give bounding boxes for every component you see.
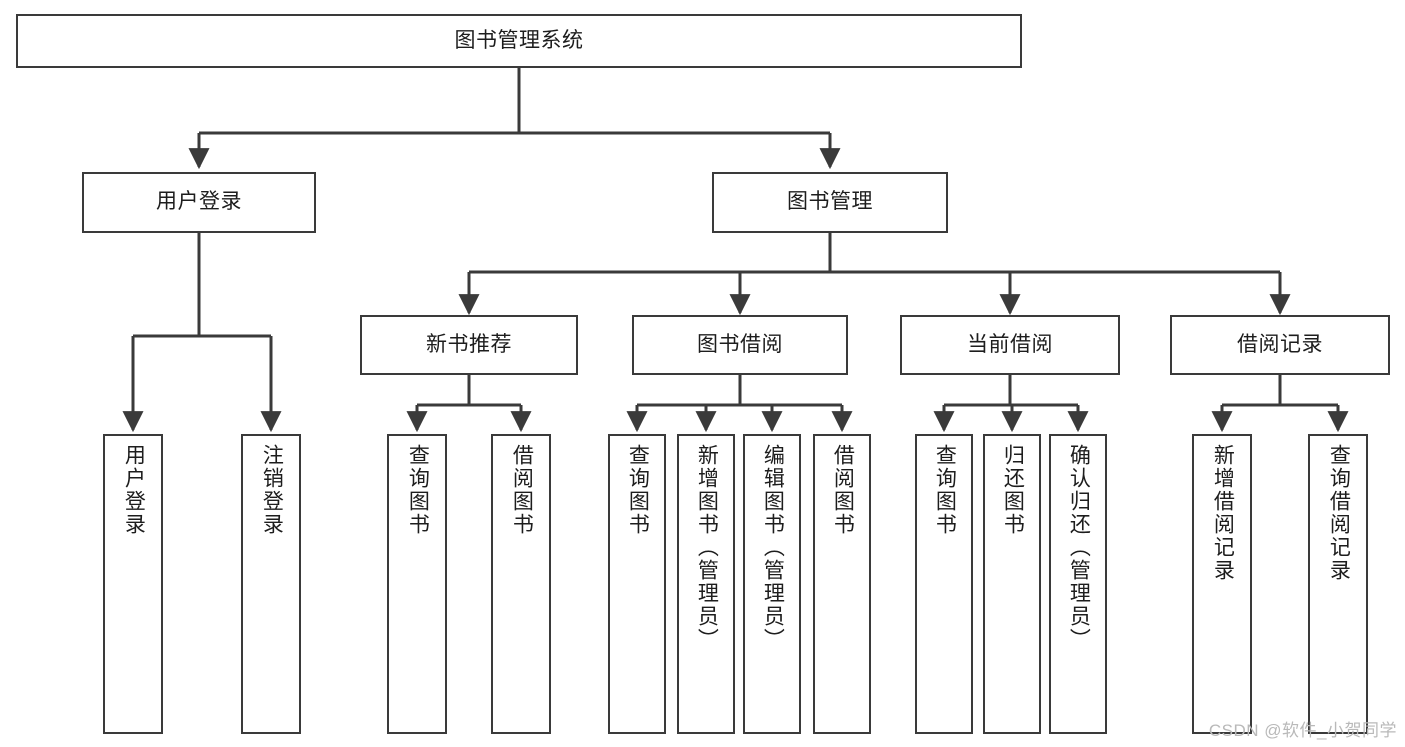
leaf-query-book-recommend[interactable]: 查询图书 (387, 434, 447, 734)
leaf-query-book-recommend-label: 查询图书 (406, 444, 430, 536)
leaf-return-book-label: 归还图书 (1001, 444, 1025, 536)
node-user-login[interactable]: 用户登录 (82, 172, 316, 233)
leaf-query-borrow-record[interactable]: 查询借阅记录 (1308, 434, 1368, 734)
leaf-user-login[interactable]: 用户登录 (103, 434, 163, 734)
leaf-add-book[interactable]: 新增图书（管理员） (677, 434, 735, 734)
leaf-add-borrow-record-label: 新增借阅记录 (1211, 444, 1235, 582)
leaf-query-book-current-label: 查询图书 (933, 444, 957, 536)
node-user-login-label: 用户登录 (156, 190, 242, 214)
node-root-system-label: 图书管理系统 (454, 28, 584, 52)
leaf-confirm-return-label: 确认归还（管理员） (1067, 444, 1091, 651)
node-current-borrow[interactable]: 当前借阅 (900, 315, 1120, 375)
leaf-edit-book-label: 编辑图书（管理员） (761, 444, 785, 651)
leaf-query-borrow-record-label: 查询借阅记录 (1327, 444, 1351, 582)
leaf-borrow-book-recommend-label: 借阅图书 (510, 444, 534, 536)
node-book-manage-label: 图书管理 (787, 190, 873, 214)
leaf-logout-login-label: 注销登录 (260, 444, 284, 536)
leaf-edit-book[interactable]: 编辑图书（管理员） (743, 434, 801, 734)
leaf-logout-login[interactable]: 注销登录 (241, 434, 301, 734)
leaf-user-login-label: 用户登录 (122, 444, 146, 536)
node-book-borrow-label: 图书借阅 (697, 332, 783, 356)
leaf-add-book-label: 新增图书（管理员） (695, 444, 719, 651)
leaf-add-borrow-record[interactable]: 新增借阅记录 (1192, 434, 1252, 734)
node-root-system[interactable]: 图书管理系统 (16, 14, 1022, 68)
leaf-return-book[interactable]: 归还图书 (983, 434, 1041, 734)
node-current-borrow-label: 当前借阅 (967, 332, 1053, 356)
node-borrow-record[interactable]: 借阅记录 (1170, 315, 1390, 375)
node-new-book-recommend-label: 新书推荐 (426, 332, 512, 356)
leaf-query-book-current[interactable]: 查询图书 (915, 434, 973, 734)
leaf-borrow-book-borrow-label: 借阅图书 (831, 444, 855, 536)
leaf-borrow-book-recommend[interactable]: 借阅图书 (491, 434, 551, 734)
leaf-borrow-book-borrow[interactable]: 借阅图书 (813, 434, 871, 734)
leaf-query-book-borrow-label: 查询图书 (626, 444, 650, 536)
node-book-borrow[interactable]: 图书借阅 (632, 315, 848, 375)
leaf-confirm-return[interactable]: 确认归还（管理员） (1049, 434, 1107, 734)
node-borrow-record-label: 借阅记录 (1237, 332, 1323, 356)
node-book-manage[interactable]: 图书管理 (712, 172, 948, 233)
leaf-query-book-borrow[interactable]: 查询图书 (608, 434, 666, 734)
node-new-book-recommend[interactable]: 新书推荐 (360, 315, 578, 375)
csdn-watermark: CSDN @软件_小贺同学 (1208, 721, 1397, 740)
